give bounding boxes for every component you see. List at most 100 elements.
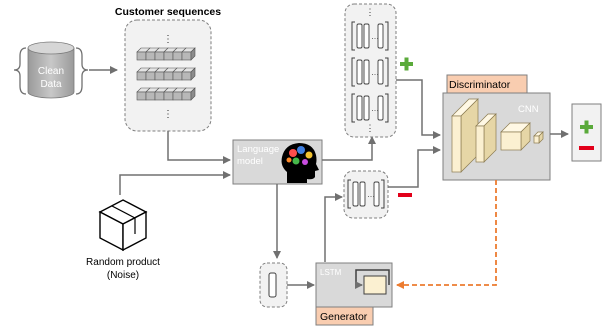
- real-dots-bottom: ⋮: [366, 123, 375, 133]
- lm-to-real-arrow: [322, 136, 376, 161]
- vector-n: [373, 181, 380, 207]
- lstm-recurrent-loop: [355, 269, 390, 285]
- generator-tab: [315, 306, 374, 326]
- cnn-layer-4: [533, 131, 544, 144]
- output-positive-sign: [580, 120, 593, 134]
- block-front: [145, 91, 156, 101]
- real-dots-top: ⋮: [366, 7, 375, 17]
- random-product-box: [98, 199, 148, 252]
- cnn-label: CNN: [518, 104, 539, 115]
- vector-2: [359, 181, 366, 207]
- bracket-right: [385, 57, 389, 87]
- vector-ellipsis: …: [367, 190, 375, 199]
- vector-1: [352, 181, 359, 207]
- real-embedding-groups: … … …: [351, 21, 389, 123]
- sequence-blocks: [136, 47, 196, 101]
- language-model-label-1: Language: [237, 144, 279, 155]
- vector-2: [363, 95, 370, 121]
- vector-n: [377, 59, 384, 85]
- layer-front: [500, 131, 522, 151]
- fake-embeddings-panel: [343, 170, 389, 219]
- clean-data-label-1: Clean: [38, 66, 64, 77]
- cnn-layers: [451, 98, 544, 173]
- cnn-layer-1: [451, 98, 479, 173]
- block-front: [136, 71, 147, 81]
- block-front: [145, 51, 156, 61]
- block-front: [172, 71, 183, 81]
- sequences-dots-bottom: ⋮: [163, 109, 173, 120]
- block-front: [136, 91, 147, 101]
- cnn-layer-3: [500, 122, 531, 151]
- vector-ellipsis: …: [371, 68, 379, 77]
- block-front: [154, 71, 165, 81]
- bracket-left: [351, 93, 355, 123]
- fake-to-discriminator-arrow: [388, 146, 441, 188]
- block-front: [154, 51, 165, 61]
- database-cylinder: [27, 47, 75, 99]
- left-brace: [13, 47, 27, 95]
- discriminator-label: Discriminator: [449, 79, 511, 91]
- database-top: [27, 41, 75, 55]
- random-product-label-2: (Noise): [107, 270, 139, 281]
- real-embedding-sequence: …: [351, 21, 389, 51]
- generator-to-fake-arrow: [324, 193, 343, 262]
- bracket-left: [351, 57, 355, 87]
- random-product-label-1: Random product: [86, 257, 160, 268]
- block-front: [172, 91, 183, 101]
- block-side: [190, 67, 196, 81]
- vector-n: [377, 23, 384, 49]
- block-front: [163, 51, 174, 61]
- bracket-left: [347, 179, 351, 209]
- real-to-discriminator-arrow: [396, 79, 441, 139]
- discriminator-feedback-arrow: [396, 180, 497, 289]
- clean-data-store: Clean Data: [13, 41, 89, 99]
- block-front: [163, 71, 174, 81]
- lstm-cell: [363, 275, 387, 295]
- sequence-row: [136, 67, 196, 81]
- layer-front: [475, 125, 485, 163]
- sequence-row: [136, 47, 196, 61]
- vector-1: [356, 23, 363, 49]
- vector-2: [363, 59, 370, 85]
- vector-2: [363, 23, 370, 49]
- sequences-dots-top: ⋮: [163, 34, 173, 45]
- real-embedding-sequence: …: [351, 93, 389, 123]
- vector-n: [377, 95, 384, 121]
- brain-head-icon: [281, 143, 319, 183]
- block-side: [190, 47, 196, 61]
- block-front: [145, 71, 156, 81]
- sequence-row: [136, 87, 196, 101]
- block-front: [163, 91, 174, 101]
- generator-input-vector: [268, 272, 277, 298]
- output-negative-sign: [579, 146, 594, 150]
- vector-ellipsis: …: [371, 104, 379, 113]
- bracket-right: [381, 179, 385, 209]
- sequences-to-lm-arrow: [167, 131, 231, 164]
- layer-front: [451, 115, 462, 173]
- bracket-right: [385, 21, 389, 51]
- block-front: [154, 91, 165, 101]
- block-front: [181, 51, 192, 61]
- vector-1: [356, 59, 363, 85]
- real-embedding-sequence: …: [351, 57, 389, 87]
- vector-ellipsis: …: [371, 32, 379, 41]
- bracket-left: [351, 21, 355, 51]
- language-model-label-2: model: [237, 156, 263, 167]
- real-positive-sign: [400, 57, 413, 71]
- customer-sequences-title: Customer sequences: [115, 6, 221, 18]
- lstm-label: LSTM: [320, 268, 342, 277]
- clean-data-label-2: Data: [40, 79, 62, 90]
- cnn-layer-2: [475, 113, 497, 163]
- noise-to-lm-arrow: [119, 171, 231, 195]
- block-front: [181, 71, 192, 81]
- box-tape: [111, 205, 136, 219]
- generator-label: Generator: [320, 311, 368, 323]
- block-front: [181, 91, 192, 101]
- block-side: [190, 87, 196, 101]
- fake-embedding-group: …: [347, 179, 385, 209]
- block-front: [136, 51, 147, 61]
- fake-negative-sign: [398, 193, 412, 197]
- right-brace: [75, 47, 89, 95]
